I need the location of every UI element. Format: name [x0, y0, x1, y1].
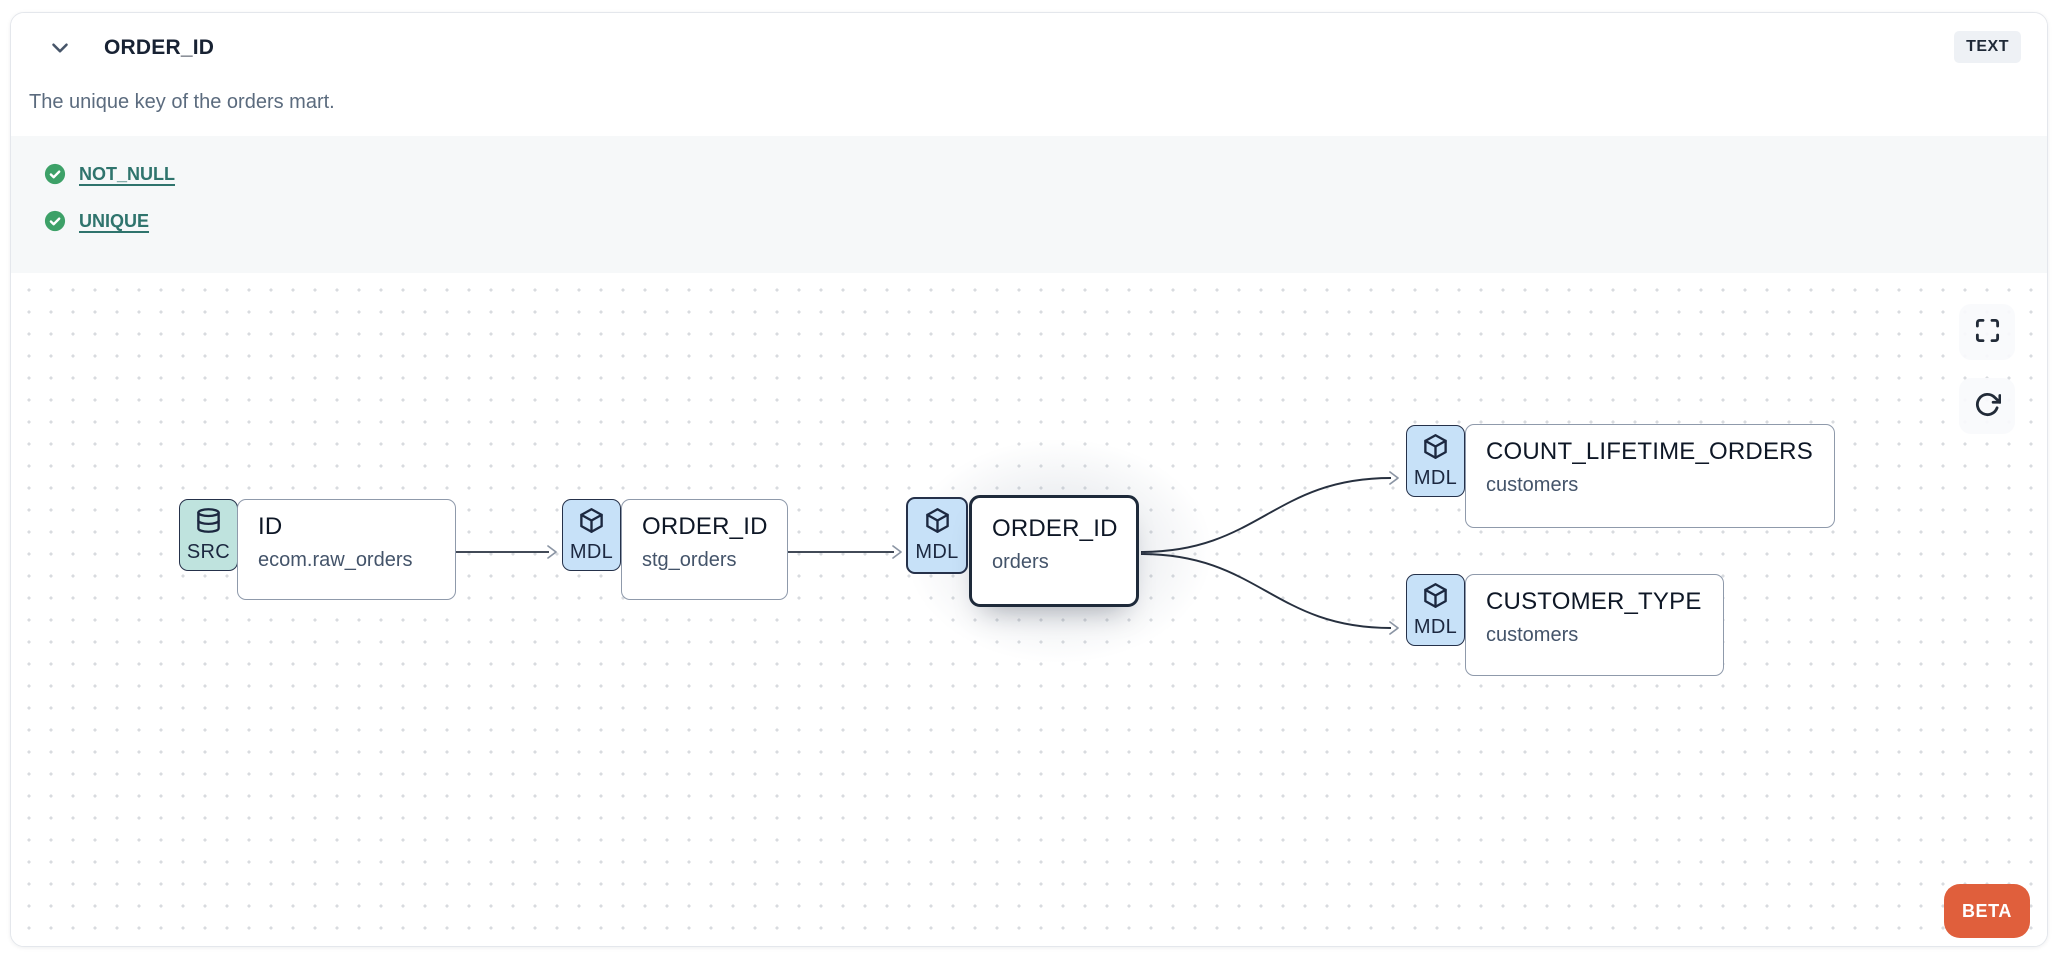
node-title: ORDER_ID: [992, 515, 1118, 542]
column-description: The unique key of the orders mart.: [29, 91, 335, 113]
header: ORDER_ID TEXT The unique key of the orde…: [11, 13, 2047, 136]
fullscreen-icon: [1974, 317, 2001, 347]
refresh-button[interactable]: [1959, 378, 2015, 434]
node-badge-label: MDL: [569, 540, 614, 563]
node-badge-label: MDL: [915, 541, 959, 563]
fullscreen-button[interactable]: [1959, 304, 2015, 360]
node-subtitle: ecom.raw_orders: [258, 549, 413, 571]
test-link-not-null[interactable]: NOT_NULL: [79, 163, 175, 184]
test-row: NOT_NULL: [44, 157, 2047, 191]
node-badge-label: MDL: [1413, 466, 1458, 489]
node-type-badge: MDL: [1406, 425, 1465, 497]
node-subtitle: orders: [992, 551, 1049, 573]
node-subtitle: stg_orders: [642, 549, 737, 571]
test-link-unique[interactable]: UNIQUE: [79, 210, 150, 231]
node-badge-label: SRC: [186, 540, 231, 563]
column-details-card: ORDER_ID TEXT The unique key of the orde…: [10, 12, 2048, 947]
node-subtitle: customers: [1486, 474, 1579, 496]
node-type-badge: MDL: [562, 499, 621, 571]
test-row: UNIQUE: [44, 204, 2047, 238]
node-card: ID ecom.raw_orders: [237, 499, 456, 600]
column-type-badge: TEXT: [1954, 31, 2021, 63]
cube-icon: [1422, 433, 1449, 465]
node-card: ORDER_ID stg_orders: [621, 499, 788, 600]
cube-icon: [924, 507, 951, 539]
chevron-down-icon: [47, 35, 73, 64]
check-circle-icon: [44, 163, 66, 185]
database-icon: [195, 507, 222, 539]
lineage-edges: [456, 471, 1399, 635]
cube-icon: [1422, 582, 1449, 614]
node-title: CUSTOMER_TYPE: [1486, 588, 1702, 615]
collapse-chevron-button[interactable]: [45, 35, 75, 63]
refresh-icon: [1974, 391, 2001, 421]
node-card: CUSTOMER_TYPE customers: [1465, 574, 1724, 676]
node-card: ORDER_ID orders: [969, 495, 1139, 607]
node-title: ID: [258, 513, 283, 540]
beta-badge: BETA: [1944, 884, 2030, 938]
column-name-title: ORDER_ID: [104, 36, 215, 59]
node-badge-label: MDL: [1413, 615, 1458, 638]
check-circle-icon: [44, 210, 66, 232]
lineage-canvas[interactable]: SRC ID ecom.raw_orders MDL ORDER_ID stg_…: [11, 273, 2047, 946]
node-type-badge: MDL: [1406, 574, 1465, 646]
node-title: ORDER_ID: [642, 513, 768, 540]
node-subtitle: customers: [1486, 624, 1579, 646]
cube-icon: [578, 507, 605, 539]
tests-section: NOT_NULL UNIQUE: [11, 136, 2047, 273]
node-type-badge: SRC: [179, 499, 238, 571]
node-type-badge: MDL: [906, 497, 968, 574]
node-title: COUNT_LIFETIME_ORDERS: [1486, 438, 1813, 465]
node-card: COUNT_LIFETIME_ORDERS customers: [1465, 424, 1835, 528]
